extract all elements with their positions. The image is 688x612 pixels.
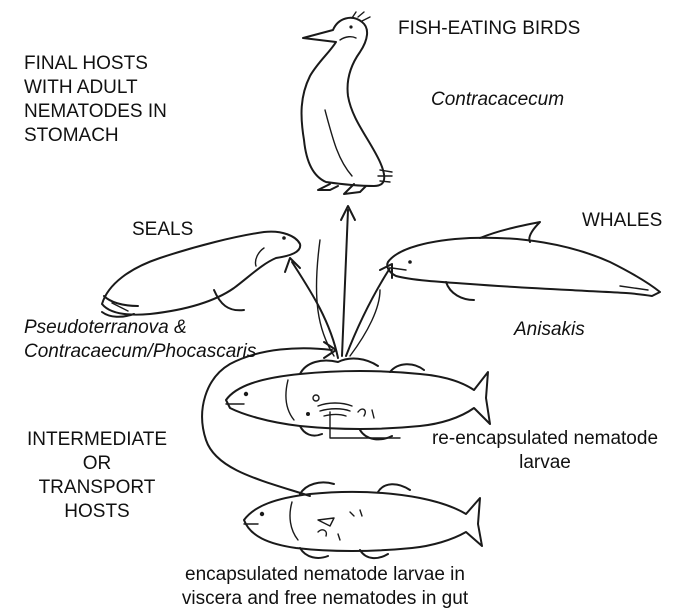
intermediate-line-3: TRANSPORT	[4, 476, 190, 500]
final-hosts-line-3: NEMATODES IN	[24, 100, 167, 124]
whales-label: WHALES	[582, 209, 662, 233]
intermediate-hosts-label: INTERMEDIATE OR TRANSPORT HOSTS	[4, 428, 190, 524]
final-hosts-line-4: STOMACH	[24, 124, 167, 148]
seals-parasites-label: Pseudoterranova & Contracaecum/Phocascar…	[24, 316, 256, 364]
contracaecum-label: Contracacecum	[431, 88, 564, 112]
anisakis-label: Anisakis	[514, 318, 585, 342]
final-hosts-line-2: WITH ADULT	[24, 76, 167, 100]
seals-parasites-line-2: Contracaecum/Phocascaris	[24, 340, 256, 364]
intermediate-line-1: INTERMEDIATE	[4, 428, 190, 452]
bird-illustration	[302, 12, 392, 194]
reencapsulated-line-2: larvae	[402, 451, 688, 475]
encapsulated-label: encapsulated nematode larvae in viscera …	[160, 563, 490, 611]
encapsulated-line-1: encapsulated nematode larvae in	[160, 563, 490, 587]
final-hosts-line-1: FINAL HOSTS	[24, 52, 167, 76]
reencapsulated-line-1: re-encapsulated nematode	[402, 427, 688, 451]
intermediate-line-4: HOSTS	[4, 500, 190, 524]
intermediate-line-2: OR	[4, 452, 190, 476]
encapsulated-line-2: viscera and free nematodes in gut	[160, 587, 490, 611]
fish-lower-illustration	[244, 482, 482, 558]
seals-parasites-line-1: Pseudoterranova &	[24, 316, 256, 340]
reencapsulated-label: re-encapsulated nematode larvae	[402, 427, 688, 475]
seal-illustration	[102, 232, 300, 317]
whale-illustration	[387, 222, 660, 300]
final-hosts-label: FINAL HOSTS WITH ADULT NEMATODES IN STOM…	[24, 52, 167, 148]
seals-label: SEALS	[132, 218, 193, 242]
birds-label: FISH-EATING BIRDS	[398, 17, 580, 41]
